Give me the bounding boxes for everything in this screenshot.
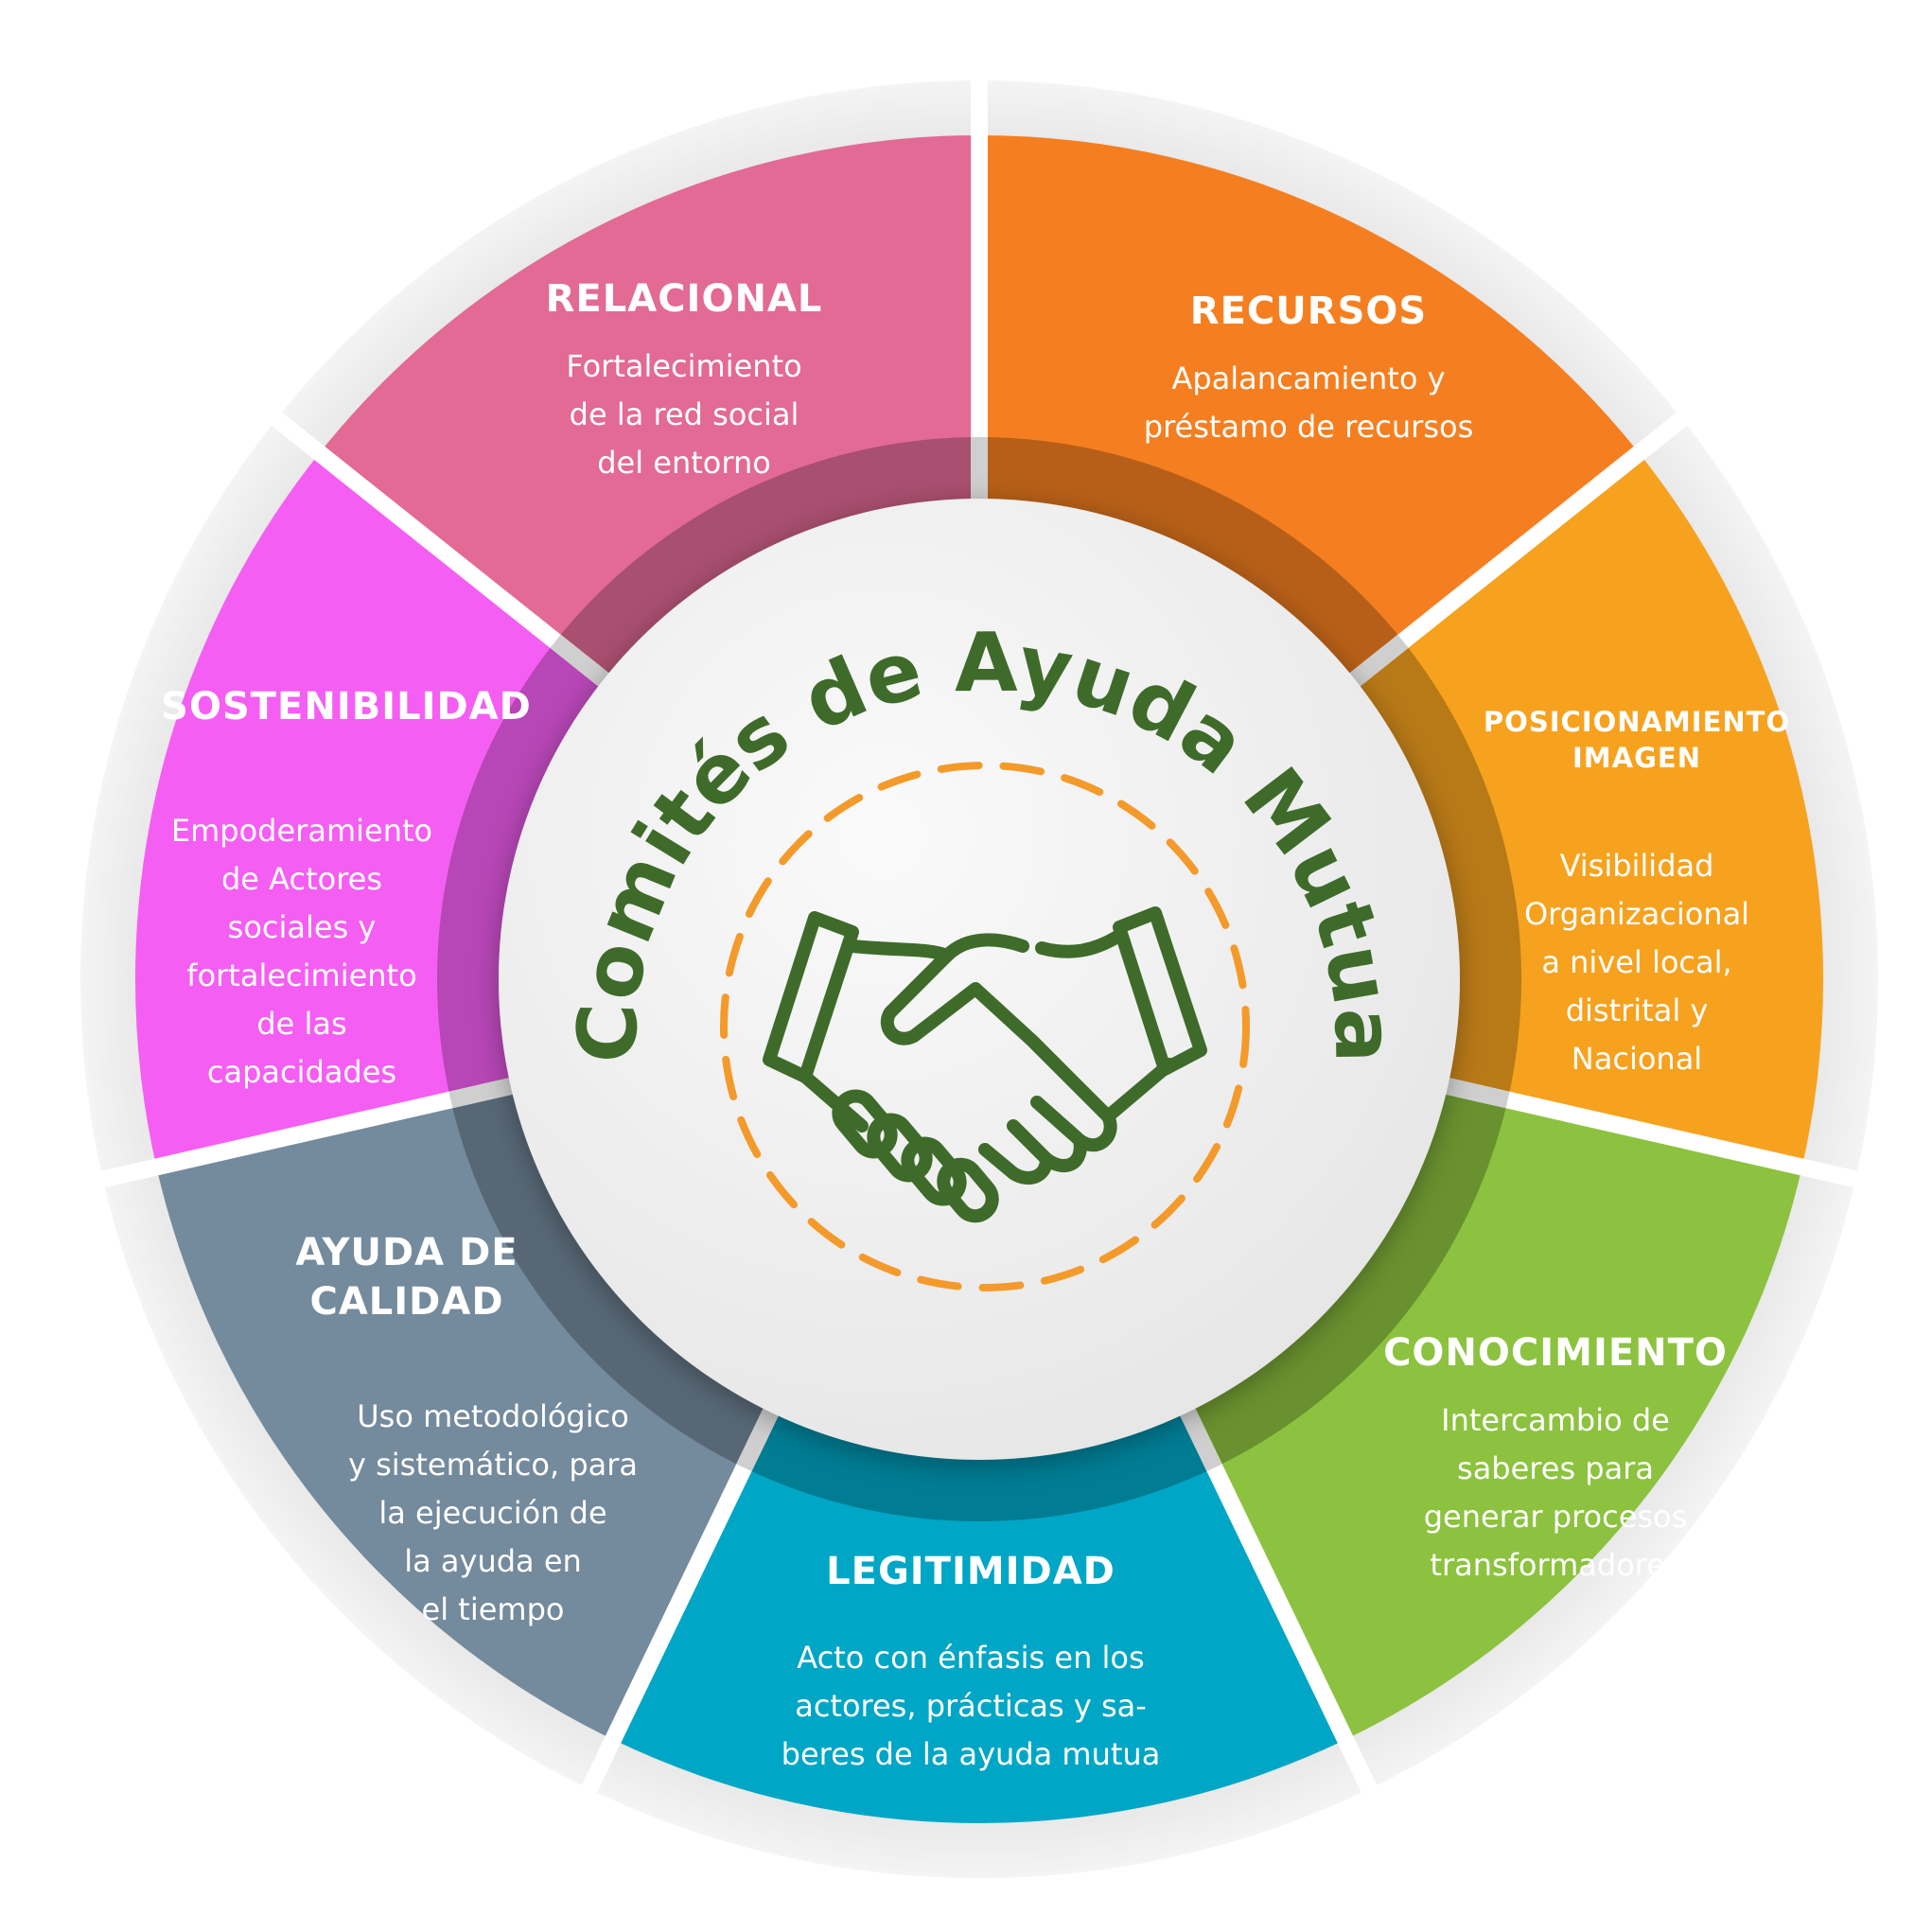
description-line: Acto con énfasis en los	[797, 1640, 1145, 1676]
segment-posicionamiento	[1184, 1084, 1802, 1740]
description-line: a nivel local,	[1541, 944, 1732, 980]
segment-title-line: RELACIONAL	[545, 277, 823, 321]
segment-inner-band-ayuda-calidad	[436, 641, 610, 1100]
segment-title-line: RECURSOS	[1189, 290, 1428, 333]
divider-line	[1344, 634, 1409, 692]
divider-line	[1344, 335, 1783, 692]
segment-title-line: POSICIONAMIENTO	[1483, 706, 1791, 738]
description-line: Nacional	[1571, 1041, 1703, 1077]
segment-title-line: CONOCIMIENTO	[1383, 1331, 1728, 1375]
segment-inner-band-conocimiento	[744, 1405, 1215, 1521]
description-line: Visibilidad	[1559, 848, 1714, 884]
segment-title-legitimidad: LEGITIMIDAD	[826, 1547, 1115, 1596]
description-line: fortalecimiento	[186, 957, 417, 993]
description-line: préstamo de recursos	[1143, 409, 1474, 445]
divider-line	[0, 1076, 520, 1212]
segment-relacional	[979, 135, 1640, 685]
description-line: de la red social	[569, 396, 799, 432]
divider-line	[1176, 1401, 1222, 1472]
segment-description-conocimiento: Intercambio de saberes para generar proces…	[1424, 1396, 1688, 1590]
segment-title-relacional: RELACIONAL	[546, 274, 823, 324]
segment-title-sostenibilidad: SOSTENIBILIDAD	[161, 682, 532, 731]
description-line: distrital y	[1565, 992, 1709, 1028]
segment-title-line: SOSTENIBILIDAD	[161, 685, 532, 729]
segment-inner-band-recursos	[1348, 641, 1521, 1100]
segment-title-ayuda-calidad: AYUDA DE CALIDAD	[295, 1228, 518, 1326]
description-line: de Actores	[220, 861, 383, 897]
description-line: generar procesos	[1423, 1499, 1688, 1535]
segment-description-relacional: Fortalecimiento de la red social del entor…	[566, 342, 801, 487]
handshake-icon	[763, 906, 1207, 1223]
segment-sostenibilidad	[319, 135, 979, 685]
segment-legitimidad	[156, 1084, 775, 1740]
segment-title-posicionamiento: POSICIONAMIENTO IMAGEN	[1484, 704, 1790, 776]
description-line: Apalancamiento y	[1171, 360, 1446, 396]
description-line: saberes para	[1457, 1450, 1654, 1486]
segment-description-ayuda-calidad: Uso metodológico y sistemático, para la ej…	[348, 1393, 638, 1634]
description-line: Uso metodológico	[357, 1398, 629, 1434]
segment-title-line: CALIDAD	[309, 1280, 504, 1324]
description-line: la ejecución de	[378, 1495, 607, 1531]
segment-description-recursos: Apalancamiento y préstamo de recursos	[1144, 355, 1473, 451]
segment-inner-band-posicionamiento	[1184, 1084, 1508, 1468]
segment-title-line: AYUDA DE	[295, 1231, 518, 1274]
description-line: la ayuda en	[404, 1543, 582, 1579]
divider-line	[550, 634, 615, 692]
divider-line	[1176, 1401, 1431, 1904]
description-line: Fortalecimiento	[566, 348, 802, 384]
description-line: el tiempo	[421, 1591, 565, 1627]
segment-recursos	[1348, 452, 1824, 1168]
segment-inner-band-legitimidad	[450, 1084, 775, 1468]
segment-title-line: IMAGEN	[1572, 742, 1701, 774]
segment-conocimiento	[612, 1405, 1346, 1824]
segment-title-conocimiento: CONOCIMIENTO	[1383, 1328, 1728, 1378]
description-line: del entorno	[597, 445, 771, 481]
center-circle	[499, 499, 1460, 1460]
description-line: actores, prácticas y sa-	[795, 1688, 1147, 1724]
segment-description-legitimidad: Acto con énfasis en los actores, práctica…	[782, 1634, 1161, 1779]
dashed-circle	[720, 762, 1250, 1291]
description-line: transformadores	[1430, 1547, 1681, 1583]
description-line: Organizacional	[1523, 896, 1750, 932]
description-line: de las	[256, 1006, 347, 1042]
divider-line	[528, 1401, 782, 1904]
segment-title-line: LEGITIMIDAD	[826, 1550, 1115, 1593]
description-line: Empoderamiento	[170, 813, 433, 849]
segment-ayuda-calidad	[134, 452, 610, 1168]
divider-line	[736, 1401, 782, 1472]
description-line: y sistemático, para	[348, 1447, 638, 1483]
description-line: capacidades	[206, 1054, 397, 1090]
segment-title-recursos: RECURSOS	[1190, 287, 1427, 336]
divider-line	[1438, 1076, 1510, 1109]
description-line: Intercambio de	[1441, 1402, 1670, 1438]
description-line: sociales y	[227, 909, 377, 945]
divider-line	[1438, 1076, 1932, 1206]
divider-line	[175, 335, 615, 692]
description-line: beres de la ayuda mutua	[781, 1736, 1161, 1772]
divider-line	[448, 1076, 520, 1109]
segment-description-sostenibilidad: Empoderamiento de Actores sociales y fortal…	[171, 807, 432, 1097]
